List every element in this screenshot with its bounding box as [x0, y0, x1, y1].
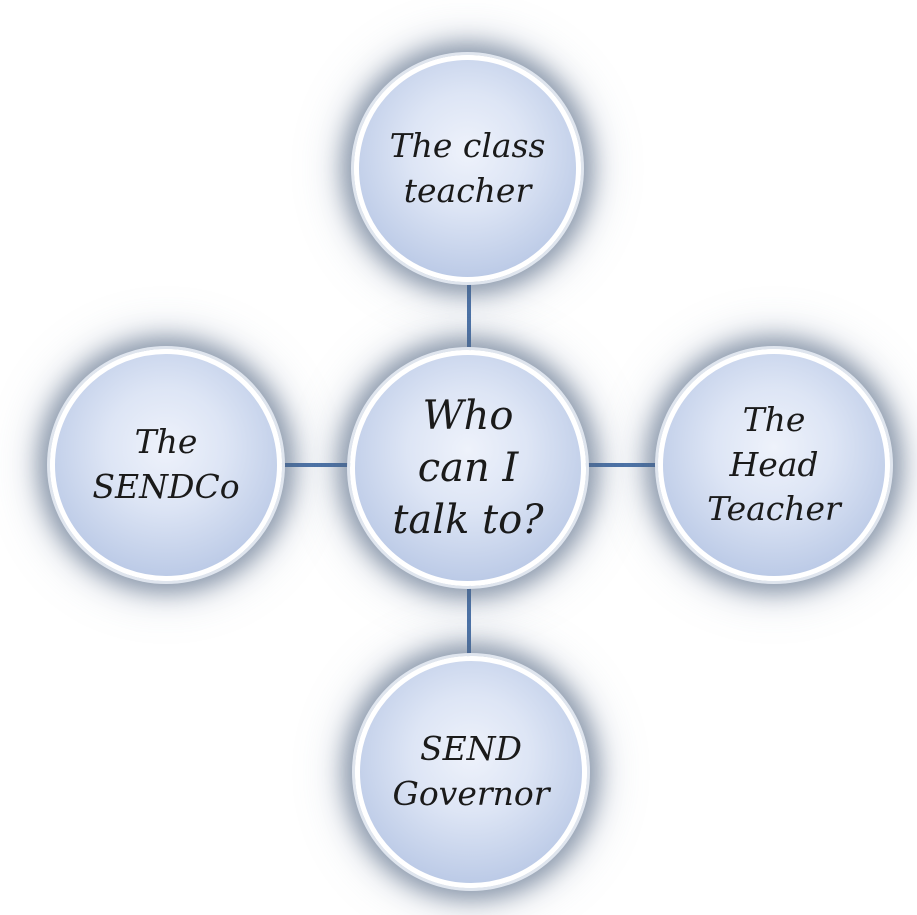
node-center-label: Who can I talk to?: [392, 393, 544, 543]
node-sendco-label: The SENDCo: [92, 422, 240, 506]
node-sendco: The SENDCo: [50, 349, 282, 581]
node-head-teacher-label: The Head Teacher: [707, 400, 841, 529]
node-send-governor: SEND Governor: [355, 656, 587, 888]
node-class-teacher: The class teacher: [354, 55, 581, 282]
connector-left: [280, 463, 352, 467]
connector-top: [467, 282, 471, 352]
node-class-teacher-label: The class teacher: [389, 125, 546, 210]
connector-bottom: [467, 582, 471, 658]
node-center-question: Who can I talk to?: [350, 350, 586, 586]
node-head-teacher: The Head Teacher: [658, 349, 890, 581]
connector-right: [584, 463, 662, 467]
node-send-governor-label: SEND Governor: [392, 729, 550, 813]
